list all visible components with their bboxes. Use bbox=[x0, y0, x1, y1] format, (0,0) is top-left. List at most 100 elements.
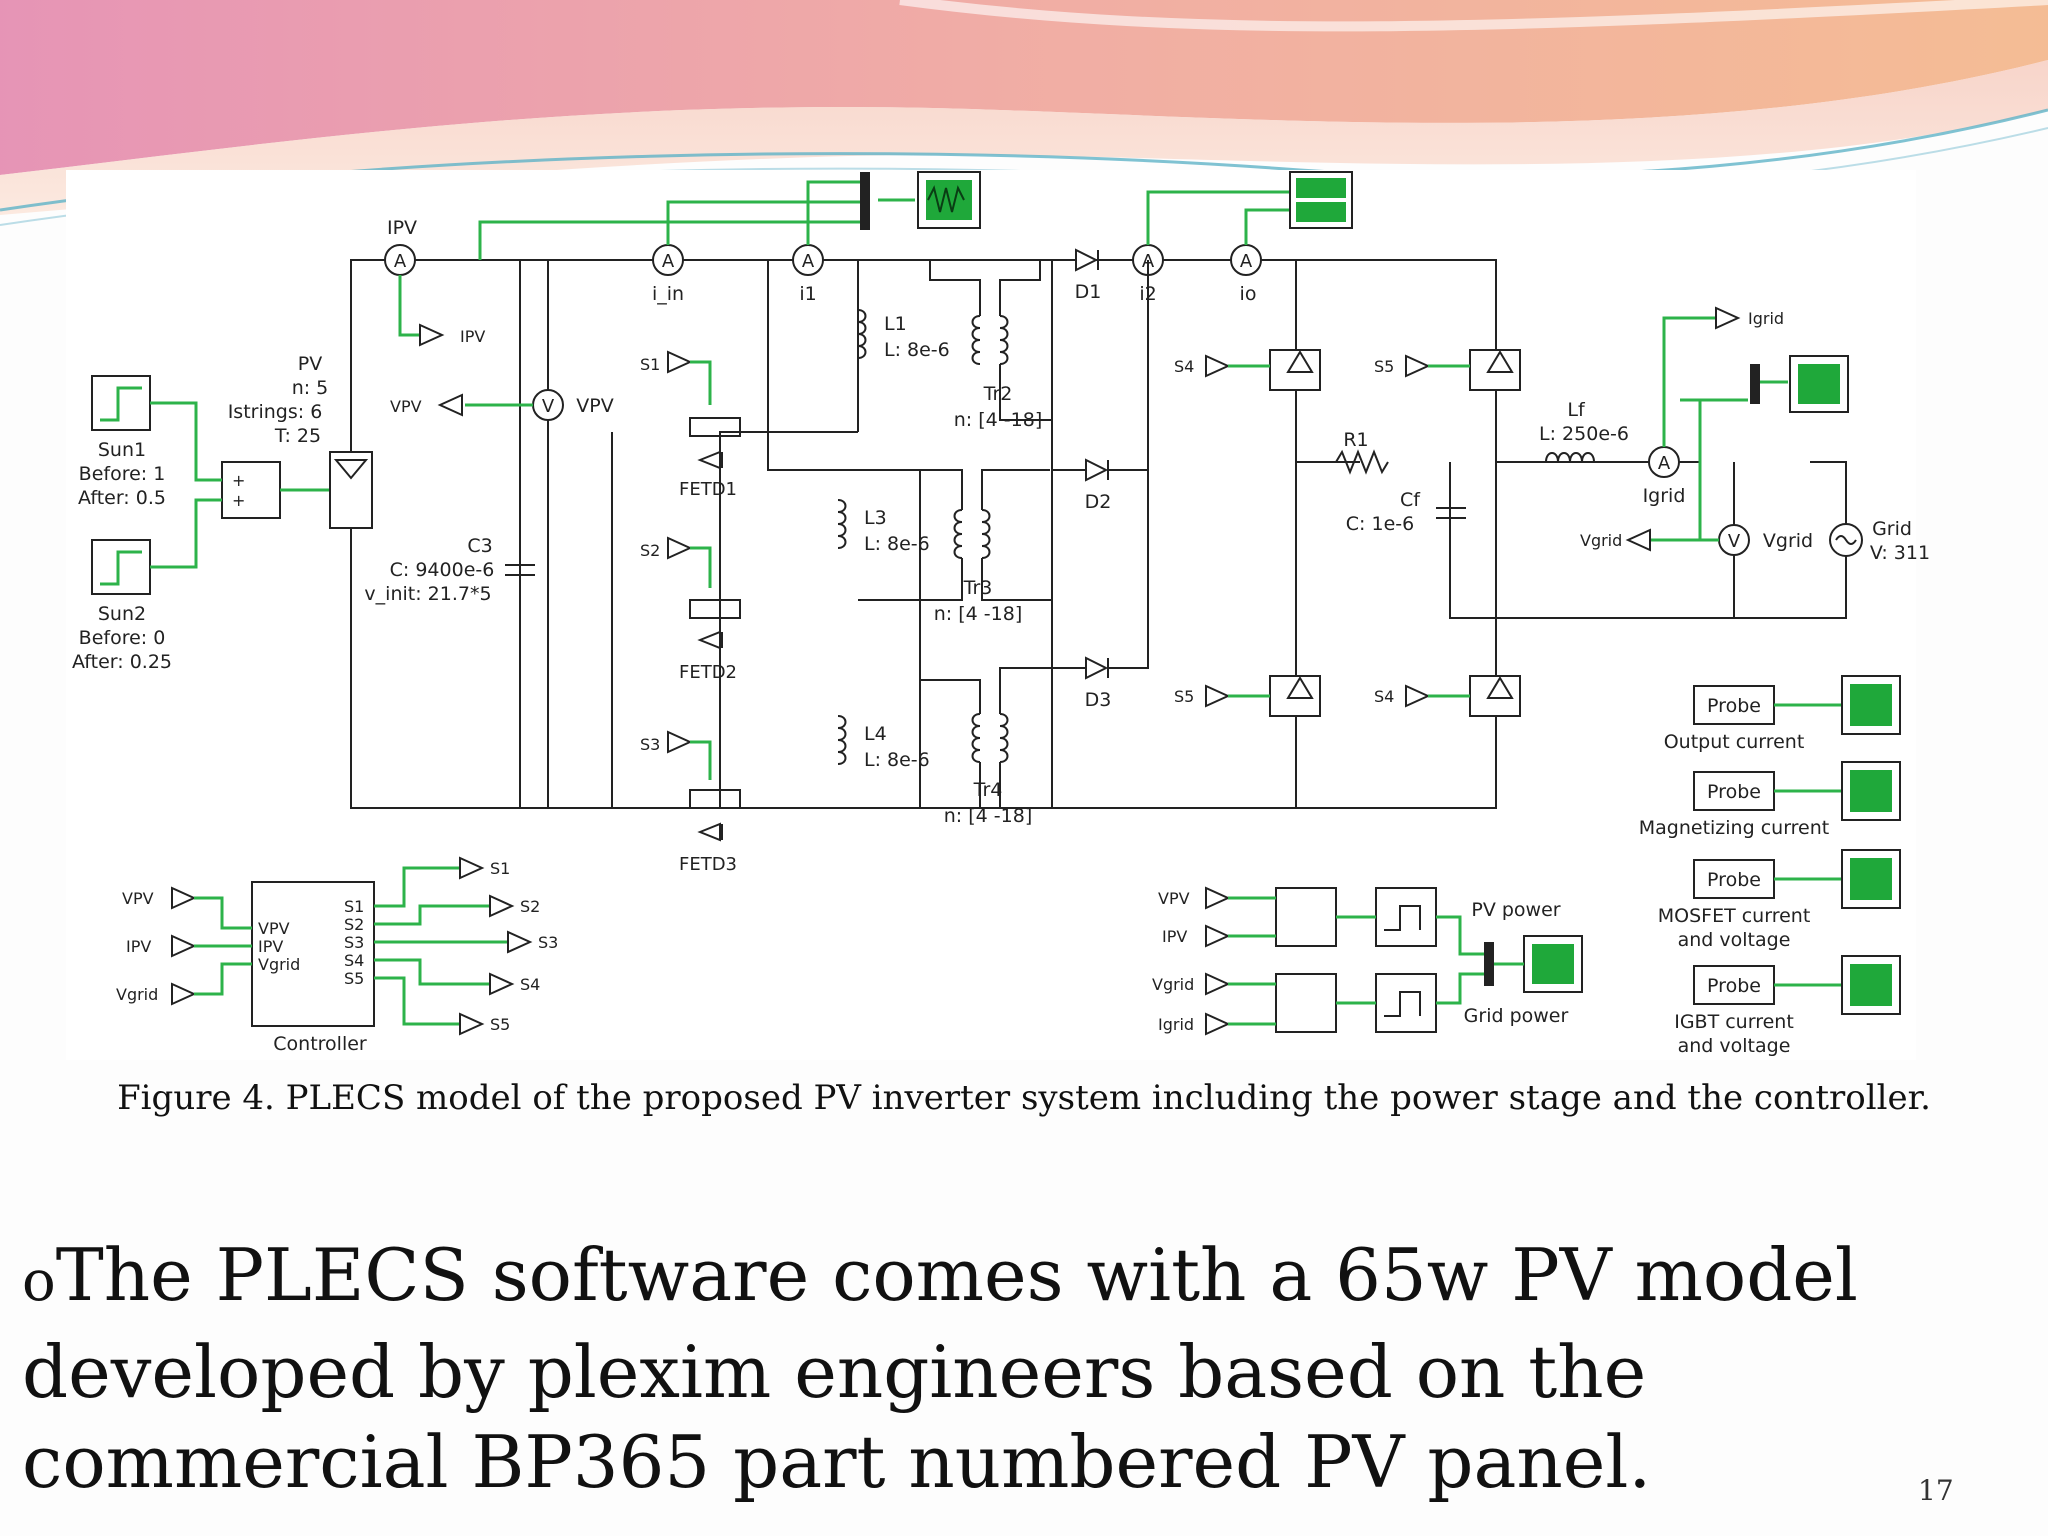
l3-value: L: 8e-6 bbox=[864, 533, 930, 555]
sun1-step-block bbox=[91, 375, 151, 431]
svg-text:VPV: VPV bbox=[258, 919, 290, 938]
d3-label: D3 bbox=[1085, 689, 1112, 711]
mux-bar-grid bbox=[1750, 364, 1760, 404]
tr2-name: Tr2 bbox=[983, 383, 1013, 405]
bullet-text: The PLECS software comes with a 65w PV m… bbox=[22, 1233, 1858, 1504]
svg-text:S5: S5 bbox=[1374, 357, 1394, 376]
capacitor-cf bbox=[1436, 507, 1466, 519]
svg-text:Vgrid: Vgrid bbox=[116, 985, 158, 1004]
voltmeter-vpv: V bbox=[532, 389, 564, 421]
svg-text:VPV: VPV bbox=[1158, 889, 1190, 908]
dc-bus-wires bbox=[350, 259, 1310, 809]
svg-text:S2: S2 bbox=[344, 915, 364, 934]
svg-text:V: V bbox=[1728, 531, 1741, 552]
igbt-gate-wires bbox=[1228, 364, 1470, 698]
svg-text:MOSFET current: MOSFET current bbox=[1658, 905, 1811, 927]
sun1-after: After: 0.5 bbox=[78, 487, 166, 509]
sun1-name: Sun1 bbox=[98, 439, 146, 461]
mosfet-fetd1 bbox=[689, 417, 741, 470]
svg-text:S5: S5 bbox=[490, 1015, 510, 1034]
lf-name: Lf bbox=[1567, 399, 1586, 421]
fetd1-label: FETD1 bbox=[679, 479, 737, 500]
cf-value: C: 1e-6 bbox=[1346, 513, 1414, 535]
tr4-ratio: n: [4 -18] bbox=[944, 805, 1032, 827]
igbt-gate-tags: S4 S5 S5 S4 bbox=[1174, 354, 1431, 708]
svg-text:IPV: IPV bbox=[126, 937, 151, 956]
controller-wires bbox=[194, 866, 508, 1026]
capacitor-c3 bbox=[505, 564, 535, 576]
svg-text:S2: S2 bbox=[520, 897, 540, 916]
tag-ipv-out: IPV bbox=[419, 323, 485, 347]
pv-n: n: 5 bbox=[292, 377, 329, 399]
io-label: io bbox=[1240, 283, 1257, 305]
c3-value: C: 9400e-6 bbox=[390, 559, 495, 581]
igrid-meter-label: Igrid bbox=[1643, 485, 1686, 507]
svg-text:A: A bbox=[1658, 453, 1671, 474]
gate-wires-fets bbox=[690, 360, 712, 780]
svg-text:S3: S3 bbox=[344, 933, 364, 952]
l1-value: L: 8e-6 bbox=[884, 339, 950, 361]
scope-grid bbox=[1789, 355, 1849, 413]
cf-name: Cf bbox=[1400, 489, 1421, 511]
controller-block: VPV IPV Vgrid S1 S2 S3 S4 S5 bbox=[251, 881, 375, 1027]
l4-name: L4 bbox=[864, 723, 887, 745]
svg-text:V: V bbox=[542, 396, 555, 417]
d1-label: D1 bbox=[1075, 281, 1102, 303]
svg-text:Probe: Probe bbox=[1707, 869, 1761, 891]
c3-name: C3 bbox=[467, 535, 492, 557]
d2-label: D2 bbox=[1085, 491, 1112, 513]
bullet-marker: o bbox=[22, 1249, 56, 1314]
inductor-lf bbox=[1545, 452, 1595, 463]
svg-text:Probe: Probe bbox=[1707, 975, 1761, 997]
sun1-before: Before: 1 bbox=[79, 463, 166, 485]
power-wires bbox=[1228, 896, 1524, 1026]
gate-tags-s1-s3: S1 S2 S3 bbox=[640, 350, 693, 754]
sun2-before: Before: 0 bbox=[79, 627, 166, 649]
probe-magnetizing-current: Probe Magnetizing current bbox=[1639, 761, 1901, 839]
diode-wires bbox=[1052, 260, 1149, 669]
transformer-coils bbox=[858, 260, 1052, 808]
pv-name: PV bbox=[298, 353, 322, 375]
svg-text:and voltage: and voltage bbox=[1678, 929, 1791, 951]
svg-text:IPV: IPV bbox=[1162, 927, 1187, 946]
measurement-wires-top bbox=[398, 180, 1290, 407]
svg-text:IPV: IPV bbox=[460, 327, 485, 346]
bullet-paragraph: oThe PLECS software comes with a 65w PV … bbox=[22, 1230, 2002, 1507]
grid-name: Grid bbox=[1872, 518, 1912, 540]
svg-text:Probe: Probe bbox=[1707, 781, 1761, 803]
mosfet-fetd2 bbox=[689, 599, 741, 650]
vgrid-meter-label: Vgrid bbox=[1763, 530, 1813, 552]
tr4-name: Tr4 bbox=[973, 779, 1003, 801]
svg-text:Igrid: Igrid bbox=[1748, 309, 1784, 328]
ammeter-i-in: A bbox=[652, 244, 684, 276]
svg-text:S1: S1 bbox=[640, 355, 660, 374]
svg-text:IGBT current: IGBT current bbox=[1674, 1011, 1794, 1033]
probe-output-current: Probe Output current bbox=[1664, 675, 1901, 753]
i-in-label: i_in bbox=[652, 283, 684, 305]
page-number: 17 bbox=[1918, 1474, 1954, 1507]
svg-text:Output current: Output current bbox=[1664, 731, 1805, 753]
svg-text:+: + bbox=[232, 491, 245, 510]
grid-measure-wires bbox=[1650, 316, 1788, 542]
voltmeter-vgrid: V bbox=[1718, 524, 1750, 556]
svg-text:S1: S1 bbox=[490, 859, 510, 878]
svg-text:S3: S3 bbox=[538, 933, 558, 952]
c3-vinit: v_init: 21.7*5 bbox=[364, 583, 491, 605]
svg-text:Vgrid: Vgrid bbox=[258, 955, 300, 974]
svg-text:S3: S3 bbox=[640, 735, 660, 754]
svg-text:Probe: Probe bbox=[1707, 695, 1761, 717]
pv-istrings: Istrings: 6 bbox=[228, 401, 323, 423]
svg-text:Igrid: Igrid bbox=[1158, 1015, 1194, 1034]
pv-t: T: 25 bbox=[274, 425, 321, 447]
tag-vpv-out: VPV bbox=[390, 393, 463, 417]
svg-text:A: A bbox=[1240, 251, 1253, 272]
svg-text:S4: S4 bbox=[520, 975, 540, 994]
svg-text:S4: S4 bbox=[344, 951, 364, 970]
i1-label: i1 bbox=[799, 283, 816, 305]
controller-label: Controller bbox=[273, 1033, 367, 1055]
igbt-switches bbox=[1269, 349, 1521, 717]
sun2-after: After: 0.25 bbox=[72, 651, 172, 673]
lf-value: L: 250e-6 bbox=[1539, 423, 1629, 445]
svg-text:+: + bbox=[232, 471, 245, 490]
